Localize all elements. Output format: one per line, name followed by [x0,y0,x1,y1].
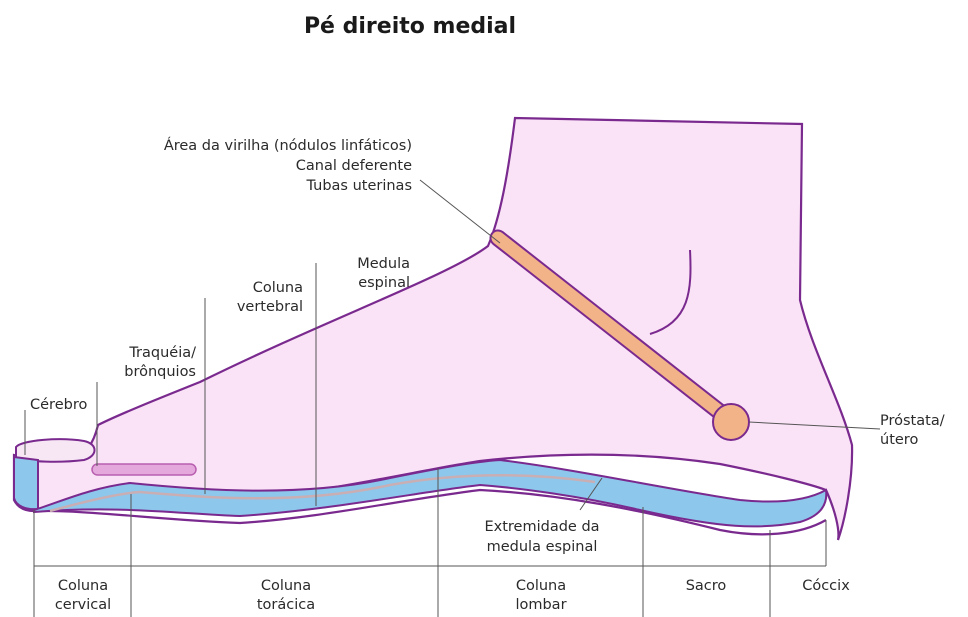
section-label-sacrum: Sacro [686,578,727,594]
cervical-spine-zone [13,455,39,511]
section-label-cervical-2: cervical [55,597,111,613]
label-spinal-cord: Medula [357,256,410,272]
label-vas-deferens: Canal deferente [296,158,412,174]
spine-band [33,458,828,528]
ankle-curve [649,249,692,335]
spinal-cord-line [49,474,596,513]
label-spinal-cord-end-2: medula espinal [487,539,598,555]
label-spinal-cord-end: Extremidade da [484,519,599,535]
label-trachea: Traquéia/ [128,345,196,361]
diagram-title: Pé direito medial [303,14,517,39]
label-brain: Cérebro [30,397,87,413]
label-vertebral-column-2: vertebral [237,299,303,315]
section-label-cervical: Coluna [58,578,108,594]
sole-outline [33,488,827,536]
section-label-thoracic-2: torácica [257,597,315,613]
label-vertebral-column: Coluna [253,280,303,296]
section-label-lumbar-2: lombar [515,597,566,613]
label-spinal-cord-2: espinal [358,275,410,291]
label-groin-area: Área da virilha (nódulos linfáticos) [164,137,412,154]
leader-line [419,179,501,244]
leader-line [579,477,603,511]
section-label-lumbar: Coluna [516,578,566,594]
trachea-bar [91,463,197,476]
section-label-thoracic: Coluna [261,578,311,594]
leader-line [748,421,881,430]
label-prostate: Próstata/ [880,413,945,429]
prostate-uterus-zone [712,403,750,441]
label-bronchi: brônquios [124,364,196,380]
section-label-coccyx: Cóccix [802,578,850,594]
label-uterus: útero [880,432,918,448]
label-fallopian-tubes: Tubas uterinas [305,178,412,194]
reproductive-duct [491,231,737,427]
